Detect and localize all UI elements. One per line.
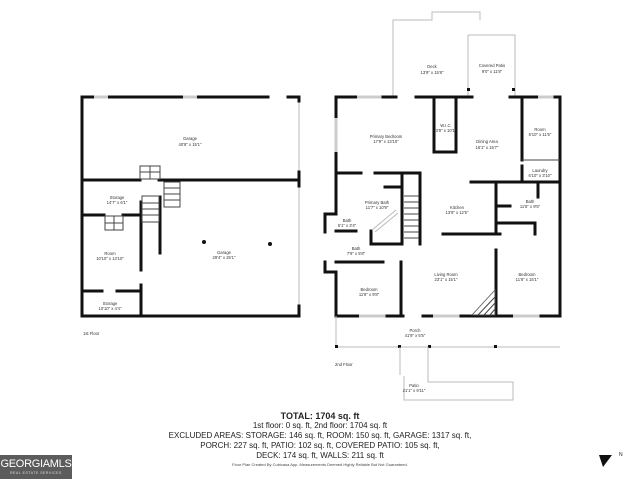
room-name: Bedroom	[519, 272, 537, 277]
room-dims: 29'4" x 25'1"	[213, 255, 236, 260]
room-dims: 3'9" x 10'1"	[436, 128, 457, 133]
floor-1-labels: Garage 40'8" x 15'1" Storage 14'7" x 6'1…	[83, 136, 236, 336]
fireplace	[471, 288, 496, 316]
georgia-mls-logo: GEORGIAMLS REAL ESTATE SERVICES	[0, 455, 72, 479]
total-area: TOTAL: 1704 sq. ft	[280, 411, 360, 421]
excluded-areas-line-3: DECK: 174 sq. ft, WALLS: 211 sq. ft	[256, 451, 384, 460]
room-name: Room	[534, 127, 546, 132]
room-name: W.I.C.	[440, 123, 451, 128]
room-dims: 41'9" x 5'5"	[405, 333, 426, 338]
room-dims: 6'10" x 11'5"	[529, 132, 552, 137]
room-name: Patio	[409, 383, 419, 388]
room-dims: 23'1" x 15'1"	[435, 277, 458, 282]
room-dims: 11'8" x 9'8"	[359, 292, 380, 297]
room-name: Bath	[352, 246, 361, 251]
north-arrow-icon: N	[599, 452, 623, 467]
floor-label: 2nd Floor	[335, 362, 353, 367]
floor-label: 1st Floor	[83, 331, 100, 336]
room-name: Bedroom	[361, 287, 379, 292]
room-name: Primary Bath	[365, 200, 390, 205]
staircase	[371, 195, 419, 239]
room-name: Room	[104, 251, 116, 256]
room-dims: 6'10" x 3'10"	[529, 173, 552, 178]
excluded-areas-line-2: PORCH: 227 sq. ft, PATIO: 102 sq. ft, CO…	[200, 441, 440, 450]
room-name: Laundry	[532, 168, 548, 173]
room-name: Covered Patio	[479, 63, 506, 68]
room-dims: 5'1" x 3'4"	[338, 223, 357, 228]
room-name: Bath	[343, 218, 352, 223]
floor-areas: 1st floor: 0 sq. ft, 2nd floor: 1704 sq.…	[252, 421, 388, 430]
room-dims: 21'1" x 9'11"	[403, 388, 426, 393]
room-dims: 11'8" x 9'5"	[520, 204, 541, 209]
room-dims: 11'7" x 10'9"	[366, 205, 389, 210]
room-dims: 13'9" x 12'5"	[446, 210, 469, 215]
room-dims: 16'1" x 15'7"	[476, 145, 499, 150]
floor-1-plan	[80, 95, 301, 318]
room-dims: 11'8" x 15'1"	[516, 277, 539, 282]
excluded-areas-line-1: EXCLUDED AREAS: STORAGE: 146 sq. ft, ROO…	[168, 431, 472, 440]
room-name: Dining Area	[476, 139, 498, 144]
room-dims: 7'9" x 5'8"	[347, 251, 366, 256]
room-name: Storage	[103, 301, 118, 306]
credit-note: Floor Plan Created By Cubicasa App. Meas…	[232, 462, 408, 467]
room-name: Garage	[217, 250, 232, 255]
room-dims: 14'7" x 6'1"	[107, 200, 128, 205]
room-name: Porch	[410, 328, 422, 333]
room-name: Kitchen	[450, 205, 465, 210]
room-dims: 10'10" x 4'4"	[99, 306, 122, 311]
floor-2-labels: Deck 13'9" x 15'8" Covered Patio 9'0" x …	[335, 63, 552, 393]
room-name: Bath	[526, 199, 535, 204]
floor-2-plan	[323, 11, 562, 401]
room-name: Storage	[110, 195, 125, 200]
room-dims: 9'0" x 11'8"	[482, 69, 503, 74]
compass-label: N	[619, 452, 623, 458]
logo-subtext: REAL ESTATE SERVICES	[10, 471, 62, 475]
room-dims: 13'9" x 15'8"	[421, 70, 444, 75]
room-name: Deck	[427, 64, 437, 69]
room-dims: 40'8" x 15'1"	[179, 142, 202, 147]
room-name: Garage	[183, 136, 198, 141]
room-name: Primary Bedroom	[370, 134, 403, 139]
room-dims: 10'10" x 13'10"	[96, 256, 124, 261]
room-dims: 17'9" x 13'10"	[373, 139, 399, 144]
room-name: Living Room	[434, 272, 458, 277]
logo-text: GEORGIAMLS	[0, 458, 72, 470]
